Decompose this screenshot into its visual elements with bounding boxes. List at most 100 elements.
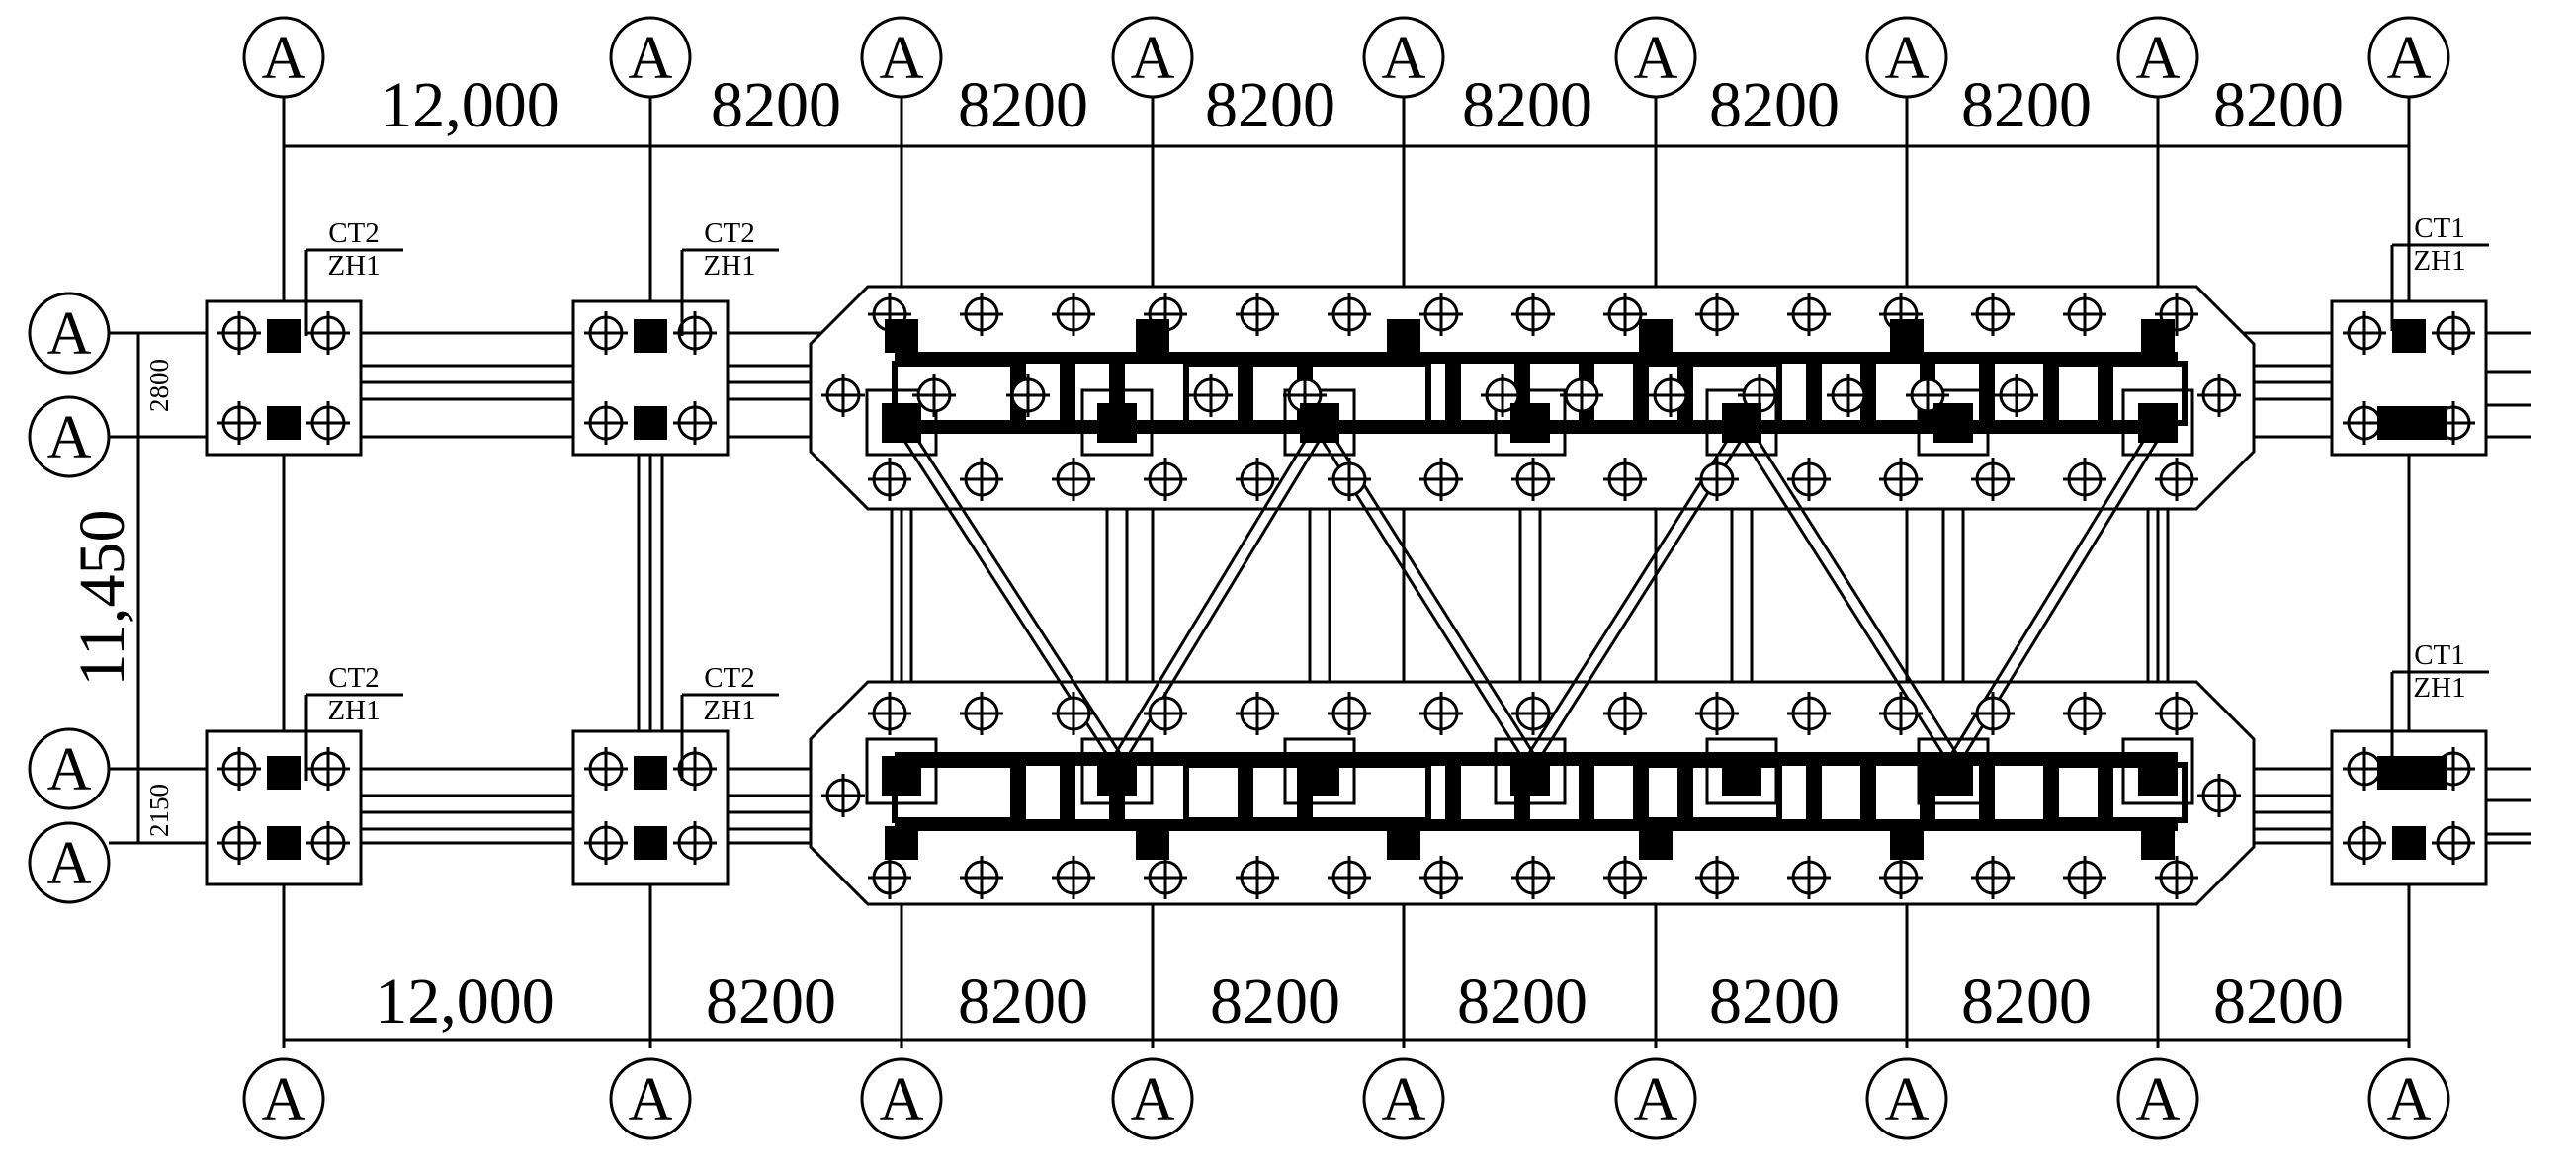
column-block	[885, 319, 918, 353]
pile-cap-tag-cap: CT2	[704, 217, 755, 249]
pile-symbol	[821, 374, 865, 417]
transfer-girder	[895, 352, 2178, 364]
axis-bubble-label: A	[1131, 1066, 1175, 1133]
column-pad-outline	[1080, 737, 1154, 805]
column-block	[2138, 756, 2178, 796]
top-dimension-label: 8200	[1709, 69, 1840, 141]
axis-bubble-label: A	[47, 300, 92, 368]
axis-bubble-label: A	[47, 830, 92, 897]
pile-cap-tag-pile: ZH1	[327, 250, 380, 282]
axis-bubble: A	[1614, 1057, 1697, 1140]
pile-symbol	[2063, 856, 2106, 899]
pile-symbol	[1971, 458, 2015, 501]
column-block	[267, 826, 301, 860]
bottom-dimension-label: 8200	[1709, 965, 1840, 1038]
column-block	[1510, 403, 1550, 443]
axis-bubble: A	[609, 16, 692, 99]
column-block	[634, 826, 667, 860]
pile-symbol	[217, 747, 261, 791]
girder-stub	[2098, 364, 2113, 427]
axis-bubble-circle	[1614, 1057, 1697, 1140]
girder-stub	[2043, 761, 2059, 824]
column-block	[1300, 403, 1339, 443]
pile-symbol	[1879, 856, 1923, 899]
pile-symbol	[306, 747, 350, 791]
axis-bubble-circle	[2367, 1057, 2450, 1140]
drawing-linework	[109, 97, 2531, 1048]
pile-cap-tag-pile: ZH1	[2413, 245, 2465, 277]
column-block	[2141, 826, 2175, 860]
pile-symbol	[1189, 374, 1233, 417]
pile-symbol	[1971, 856, 2015, 899]
pile-symbol	[306, 401, 350, 445]
pile-symbol	[1695, 692, 1739, 735]
axis-bubble: A	[1111, 16, 1194, 99]
axis-bubble-circle	[28, 395, 111, 478]
axis-bubble-circle	[609, 1057, 692, 1140]
axis-bubble-circle	[1111, 1057, 1194, 1140]
pile-symbol	[2155, 856, 2198, 899]
axis-bubble-label: A	[47, 736, 92, 803]
pile-symbol	[960, 458, 1003, 501]
pile-symbol	[1052, 856, 1095, 899]
lower-pair-spacing-label: 2150	[144, 784, 174, 837]
pile-symbol	[1787, 856, 1831, 899]
column-block	[2377, 756, 2447, 790]
axis-bubble: A	[1865, 1057, 1948, 1140]
column-block	[1722, 756, 1761, 796]
pile-symbol	[2063, 458, 2106, 501]
girder-stub	[2098, 761, 2113, 824]
axis-bubble-label: A	[2387, 1066, 2432, 1133]
girder-stub	[1677, 761, 1693, 824]
pile-cap-tag-pile: ZH1	[703, 695, 755, 726]
pile-symbol	[868, 856, 911, 899]
column-block	[1639, 826, 1673, 860]
pile-symbol	[217, 821, 261, 865]
pile-symbol	[1879, 692, 1923, 735]
girder-stub	[1445, 761, 1461, 824]
column-pad-outline	[1917, 388, 1990, 457]
axis-bubble-circle	[1362, 1057, 1445, 1140]
column-block	[1890, 826, 1924, 860]
pile-symbol	[1052, 692, 1095, 735]
column-block	[2392, 319, 2426, 353]
column-block	[2138, 403, 2178, 443]
column-block	[1136, 319, 1169, 353]
column-pad-outline	[1917, 737, 1990, 805]
pile-symbol	[673, 747, 717, 791]
pile-symbol	[584, 311, 628, 355]
column-pad-outline	[1705, 388, 1778, 457]
axis-bubble: A	[1865, 16, 1948, 99]
pile-cap-outline	[571, 729, 730, 886]
pile-symbol	[1827, 374, 1870, 417]
pile-cap-tag-cap: CT2	[328, 662, 380, 694]
axis-bubble-label: A	[1634, 1066, 1678, 1133]
pile-symbol	[1603, 856, 1647, 899]
axis-bubble-circle	[860, 16, 943, 99]
column-block	[885, 826, 918, 860]
column-block	[1890, 319, 1924, 353]
pile-symbol	[1419, 692, 1463, 735]
axis-bubble: A	[1362, 16, 1445, 99]
pile-symbol	[1419, 856, 1463, 899]
pile-symbol	[1511, 692, 1555, 735]
pile-symbol	[960, 856, 1003, 899]
axis-bubble-circle	[1111, 16, 1194, 99]
pile-symbol	[1236, 692, 1279, 735]
axis-bubble-circle	[2116, 16, 2199, 99]
pile-cap-tag-pile: ZH1	[703, 250, 755, 282]
pile-symbol	[1603, 458, 1647, 501]
pile-cap-tag-cap: CT2	[328, 217, 380, 249]
axis-bubble-label: A	[1885, 1066, 1930, 1133]
pile-markers	[217, 293, 2475, 899]
pile-symbol	[1603, 293, 1647, 336]
column-block	[882, 756, 921, 796]
pile-symbol	[1144, 458, 1187, 501]
axis-bubble-label: A	[2136, 25, 2181, 92]
pile-symbol	[2343, 311, 2386, 355]
